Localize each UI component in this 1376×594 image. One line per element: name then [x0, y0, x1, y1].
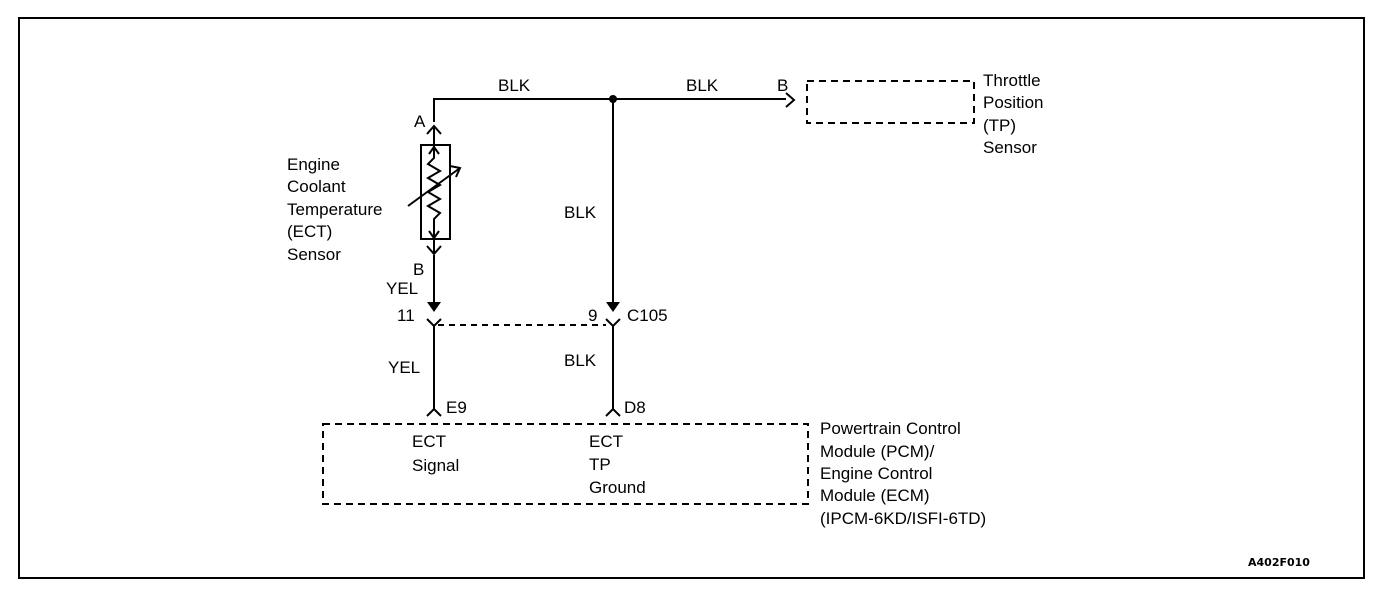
tp-label-line-2: Position: [983, 93, 1043, 112]
wire-label-yel-upper: YEL: [386, 279, 418, 298]
figure-code: A402F010: [1248, 556, 1310, 569]
ect-label-line-5: Sensor: [287, 245, 341, 264]
ect-label-line-3: Temperature: [287, 200, 382, 219]
tp-label-line-1: Throttle: [983, 71, 1041, 90]
pin-c105-11: 11: [397, 306, 415, 325]
pcm-label: Powertrain Control Module (PCM)/ Engine …: [820, 419, 986, 528]
ect-thermistor-symbol: [407, 144, 462, 240]
wire-label-yel-lower: YEL: [388, 358, 420, 377]
pcm-label-line-5: (IPCM-6KD/ISFI-6TD): [820, 509, 986, 528]
pcm-label-line-4: Module (ECM): [820, 486, 930, 505]
pin-ect-a: A: [414, 112, 426, 131]
splice-dot: [609, 95, 617, 103]
tp-sensor-label: Throttle Position (TP) Sensor: [983, 71, 1043, 157]
pin-ect-b: B: [413, 260, 424, 279]
tp-sensor-box: [806, 80, 975, 124]
arrow-blk: [606, 302, 620, 312]
tp-label-line-3: (TP): [983, 116, 1016, 135]
pcm-ect-signal-label: ECT Signal: [412, 432, 459, 475]
pcm-box: [322, 423, 809, 505]
pin-pcm-d8: D8: [624, 398, 646, 417]
ect-label-line-4: (ECT): [287, 222, 332, 241]
diagram-frame: [18, 17, 1365, 579]
wire-arrowheads: [427, 302, 620, 312]
blk-wire-top: [433, 98, 786, 122]
connector-c105-9: [605, 318, 621, 328]
pcm-signal-line-1: ECT: [412, 432, 446, 451]
connector-id-c105: C105: [627, 306, 668, 325]
pin-c105-9: 9: [588, 306, 597, 325]
pin-pcm-e9: E9: [446, 398, 467, 417]
arrow-yel: [427, 302, 441, 312]
connector-symbols: [426, 92, 796, 417]
wires: [433, 98, 786, 410]
wire-label-top-right: BLK: [686, 76, 719, 95]
pcm-ground-line-1: ECT: [589, 432, 623, 451]
pcm-ground-label: ECT TP Ground: [589, 432, 646, 497]
pcm-label-line-2: Module (PCM)/: [820, 442, 935, 461]
pcm-ground-line-3: Ground: [589, 478, 646, 497]
connector-tp-b: [785, 92, 796, 108]
pin-tp-b: B: [777, 76, 788, 95]
connector-pcm-d8: [605, 407, 621, 417]
ect-sensor-label: Engine Coolant Temperature (ECT) Sensor: [287, 155, 382, 264]
pcm-ground-line-2: TP: [589, 455, 611, 474]
pcm-label-line-1: Powertrain Control: [820, 419, 961, 438]
pcm-label-line-3: Engine Control: [820, 464, 932, 483]
wire-label-center: BLK: [564, 203, 597, 222]
ect-label-line-1: Engine: [287, 155, 340, 174]
wire-label-blk-lower: BLK: [564, 351, 597, 370]
wire-label-top-left: BLK: [498, 76, 531, 95]
ect-label-line-2: Coolant: [287, 177, 346, 196]
tp-label-line-4: Sensor: [983, 138, 1037, 157]
connector-pcm-e9: [426, 407, 442, 417]
pcm-signal-line-2: Signal: [412, 456, 459, 475]
